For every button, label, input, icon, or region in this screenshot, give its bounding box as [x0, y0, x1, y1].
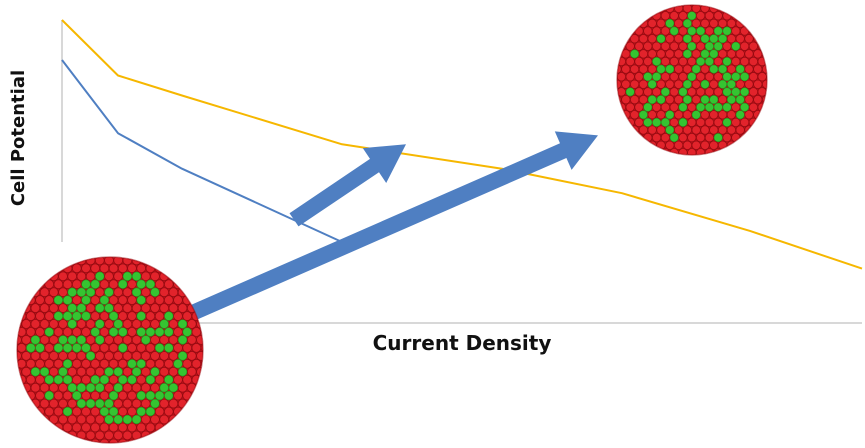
annotation-layer — [178, 131, 599, 325]
arrow-1 — [289, 144, 406, 227]
series-line-1 — [61, 19, 863, 270]
y-axis-label: Cell Potential — [8, 70, 29, 206]
small-nanoparticle — [616, 4, 768, 156]
arrow-2 — [178, 131, 599, 325]
x-axis-label: Current Density — [373, 331, 552, 355]
series-line-2 — [61, 59, 343, 243]
plot-area — [61, 19, 863, 270]
large-nanoparticle — [16, 256, 204, 444]
